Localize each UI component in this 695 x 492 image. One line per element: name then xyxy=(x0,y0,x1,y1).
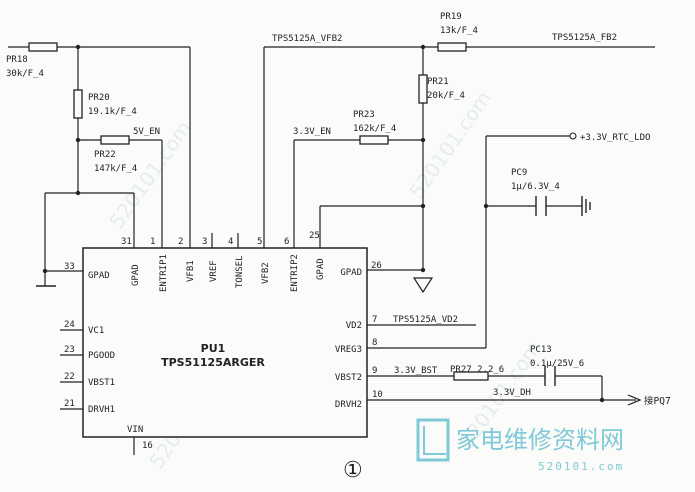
pin-7-number: 7 xyxy=(372,315,377,325)
capacitor-pc9[interactable]: PC9 1μ/6.3V_4 xyxy=(511,168,560,216)
pin-33-name: GPAD xyxy=(88,271,110,281)
net-to-pq7-label: 接PQ7 xyxy=(644,395,671,407)
net-5v-en-label: 5V_EN xyxy=(133,127,160,137)
resistor-pr21[interactable]: PR21 20k/F_4 xyxy=(418,74,465,104)
pin-1-number: 1 xyxy=(150,237,155,247)
net-3v3-en-label: 3.3V_EN xyxy=(293,127,331,137)
svg-text:520101.com: 520101.com xyxy=(404,86,496,203)
pr23-value: 162k/F_4 xyxy=(353,124,396,134)
pin-6-number: 6 xyxy=(284,237,289,247)
pin-16-name: VIN xyxy=(127,425,143,435)
pin-8-number: 8 xyxy=(372,338,377,348)
pin-25-number: 25 xyxy=(309,231,320,241)
pin-8-name: VREG3 xyxy=(335,345,362,355)
wire-network xyxy=(8,46,655,455)
pr23-ref: PR23 xyxy=(353,110,375,120)
pc9-value: 1μ/6.3V_4 xyxy=(511,182,560,192)
capacitor-pc13[interactable]: PC13 0.1μ/25V_6 xyxy=(530,345,584,386)
pin-2-name: VFB1 xyxy=(186,260,196,282)
pin-9-number: 9 xyxy=(372,366,377,376)
pin-22-name: VBST1 xyxy=(88,378,115,388)
ic-bottom-pins: VIN 16 xyxy=(127,425,153,451)
pin-2-number: 2 xyxy=(178,237,183,247)
pin-1-name: ENTRIP1 xyxy=(159,254,169,292)
pin-5-name: VFB2 xyxy=(261,262,271,284)
pr21-value: 20k/F_4 xyxy=(427,91,465,101)
pin-31-name: GPAD xyxy=(131,264,141,286)
pin-10-number: 10 xyxy=(372,390,383,400)
pin-5-number: 5 xyxy=(257,237,262,247)
net-labels: TPS5125A_VFB2 TPS5125A_FB2 5V_EN 3.3V_EN… xyxy=(133,33,671,407)
pin-24-number: 24 xyxy=(64,320,75,330)
pr22-value: 147k/F_4 xyxy=(94,164,137,174)
resistor-pr19[interactable]: PR19 13k/F_4 xyxy=(437,12,478,52)
pin-16-number: 16 xyxy=(142,441,153,451)
pin-3-name: VREF xyxy=(209,260,219,282)
pr21-ref: PR21 xyxy=(427,77,449,87)
pin-7-name: VD2 xyxy=(346,321,362,331)
pr18-value: 30k/F_4 xyxy=(6,69,44,79)
pin-33-number: 33 xyxy=(64,262,75,272)
rtc-terminal xyxy=(569,132,577,140)
ic-part-number: TPS51125ARGER xyxy=(161,356,265,369)
net-vd2-label: TPS5125A_VD2 xyxy=(393,315,458,325)
pr27-label: PR27 2.2_6 xyxy=(450,365,504,375)
figure-number: ① xyxy=(343,458,363,483)
pin-4-name: TONSEL xyxy=(235,255,245,288)
pin-23-name: PGOOD xyxy=(88,351,115,361)
site-logo: 家电维修资料网 520101.com xyxy=(416,418,624,473)
pin-24-name: VC1 xyxy=(88,326,104,336)
net-rtc-ldo-label: +3.3V_RTC_LDO xyxy=(580,133,650,143)
net-bst-label: 3.3V_BST xyxy=(394,366,438,376)
pc13-ref: PC13 xyxy=(530,345,552,355)
ic-right-pins: 26 GPAD 7 VD2 8 VREG3 9 VBST2 10 DRVH2 xyxy=(335,261,383,410)
resistor-pr20[interactable]: PR20 19.1k/F_4 xyxy=(73,89,137,119)
pin-31-number: 31 xyxy=(121,237,132,247)
pr19-ref: PR19 xyxy=(440,12,462,22)
pin-4-number: 4 xyxy=(228,237,233,247)
ic-top-pins: 31 GPAD 1 ENTRIP1 2 VFB1 3 VREF 4 TONSEL… xyxy=(121,231,326,292)
pr20-value: 19.1k/F_4 xyxy=(88,107,137,117)
pin-21-name: DRVH1 xyxy=(88,405,115,415)
pin-6-name: ENTRIP2 xyxy=(290,254,300,292)
resistor-pr27[interactable] xyxy=(453,371,489,381)
pr19-value: 13k/F_4 xyxy=(440,26,478,36)
resistor-pr23[interactable]: PR23 162k/F_4 xyxy=(353,110,396,145)
resistor-pr22[interactable]: PR22 147k/F_4 xyxy=(94,135,137,174)
pr18-ref: PR18 xyxy=(6,55,28,65)
junction-dots xyxy=(42,44,605,403)
pc9-ref: PC9 xyxy=(511,168,527,178)
pin-26-number: 26 xyxy=(371,261,382,271)
net-vfb2-label: TPS5125A_VFB2 xyxy=(272,34,342,44)
pin-25-name: GPAD xyxy=(316,258,326,280)
watermark-site: 520101.com xyxy=(538,460,624,473)
ic-pu1[interactable]: PU1 TPS51125ARGER xyxy=(82,247,368,438)
net-dh-label: 3.3V_DH xyxy=(493,388,531,398)
pin-3-number: 3 xyxy=(202,237,207,247)
pin-23-number: 23 xyxy=(64,345,75,355)
pin-26-name: GPAD xyxy=(340,268,362,278)
net-fb2-label: TPS5125A_FB2 xyxy=(552,33,617,43)
pin-9-name: VBST2 xyxy=(335,373,362,383)
watermark-text: 家电维修资料网 xyxy=(456,426,624,454)
pr22-ref: PR22 xyxy=(94,150,116,160)
pin-10-name: DRVH2 xyxy=(335,400,362,410)
pin-21-number: 21 xyxy=(64,399,75,409)
pin-22-number: 22 xyxy=(64,372,75,382)
ic-ref: PU1 xyxy=(201,342,226,355)
pr20-ref: PR20 xyxy=(88,93,110,103)
pc13-value: 0.1μ/25V_6 xyxy=(530,359,584,369)
ic-left-pins: 33 GPAD 24 VC1 23 PGOOD 22 VBST1 21 DRVH… xyxy=(64,262,115,415)
resistor-pr18[interactable]: PR18 30k/F_4 xyxy=(6,42,58,79)
